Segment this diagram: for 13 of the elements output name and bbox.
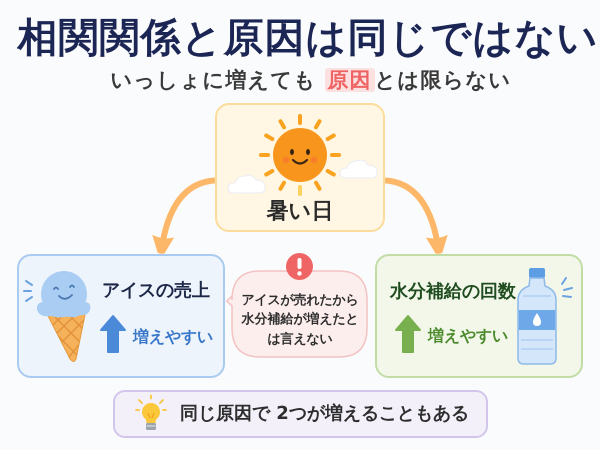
card-title: 暑い日 <box>266 198 334 226</box>
info-card <box>375 254 583 378</box>
card-text: 増えやすい <box>133 326 213 348</box>
info-card <box>17 254 225 378</box>
note-text: 同じ原因で 2つが増えることもある <box>180 402 469 426</box>
note-box <box>113 390 488 438</box>
bubble-text: アイスが売れたから水分補給が増えたとは言えない <box>240 292 360 349</box>
card-title: 水分補給の回数 <box>390 280 516 304</box>
card-text: 増えやすい <box>428 325 508 347</box>
subtitle: いっしょに増えても 原因とは限らない <box>109 67 513 94</box>
card-title: アイスの売上 <box>102 279 210 303</box>
info-card <box>215 103 385 232</box>
title: 相関関係と原因は同じではない <box>16 14 600 63</box>
